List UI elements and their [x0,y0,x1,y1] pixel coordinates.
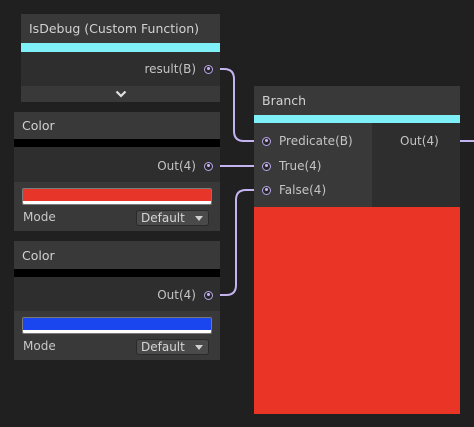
port-connector-icon[interactable] [204,290,213,300]
expand-toggle[interactable] [21,86,220,102]
branch-node[interactable]: Branch Predicate(B) True(4) False(4) Out… [254,86,460,414]
mode-dropdown[interactable]: Default [136,210,209,226]
color-swatch[interactable] [22,317,212,334]
port-label: True(4) [279,159,322,173]
color-node-red[interactable]: Color Out(4) Mode Default [14,112,220,231]
accent-bar [254,115,460,123]
port-connector-icon[interactable] [262,161,271,171]
outputs-panel [372,123,460,207]
node-header[interactable]: Color [14,112,220,139]
port-label: Out(4) [157,159,196,173]
node-title: IsDebug (Custom Function) [29,21,200,36]
output-port-out[interactable]: Out(4) [400,134,439,148]
dropdown-caret-icon [195,216,203,221]
alpha-bar [23,330,211,333]
node-title: Color [22,118,55,133]
node-preview [254,207,460,414]
node-header[interactable]: Color [14,241,220,269]
alpha-bar [23,201,211,204]
port-label: result(B) [144,62,196,76]
port-connector-icon[interactable] [262,185,271,195]
color-swatch-fill [23,318,211,330]
output-port-out[interactable]: Out(4) [157,288,213,302]
mode-label: Mode [23,339,56,353]
color-swatch-fill [23,189,211,201]
output-port-out[interactable]: Out(4) [157,159,213,173]
port-connector-icon[interactable] [204,161,213,171]
mode-dropdown[interactable]: Default [136,339,209,355]
node-title: Branch [262,93,307,108]
mode-value: Default [141,340,185,354]
output-port-result[interactable]: result(B) [144,62,213,76]
header-divider [14,269,220,277]
mode-label: Mode [23,210,56,224]
port-connector-icon[interactable] [262,136,271,146]
port-label: Out(4) [400,134,439,148]
chevron-down-icon [115,90,126,98]
inputs-panel [254,123,372,207]
node-title: Color [22,247,55,263]
port-connector-icon[interactable] [204,64,213,74]
input-port-predicate[interactable]: Predicate(B) [262,134,353,148]
color-node-blue[interactable]: Color Out(4) Mode Default [14,241,220,360]
isdebug-node[interactable]: IsDebug (Custom Function) result(B) [21,14,220,102]
node-header[interactable]: Branch [254,86,460,115]
accent-bar [21,43,220,52]
input-port-false[interactable]: False(4) [262,183,326,197]
dropdown-caret-icon [195,345,203,350]
port-label: Out(4) [157,288,196,302]
color-swatch[interactable] [22,188,212,205]
port-label: Predicate(B) [279,134,353,148]
input-port-true[interactable]: True(4) [262,159,322,173]
node-header[interactable]: IsDebug (Custom Function) [21,14,220,43]
mode-value: Default [141,211,185,225]
header-divider [14,139,220,147]
port-label: False(4) [279,183,327,197]
